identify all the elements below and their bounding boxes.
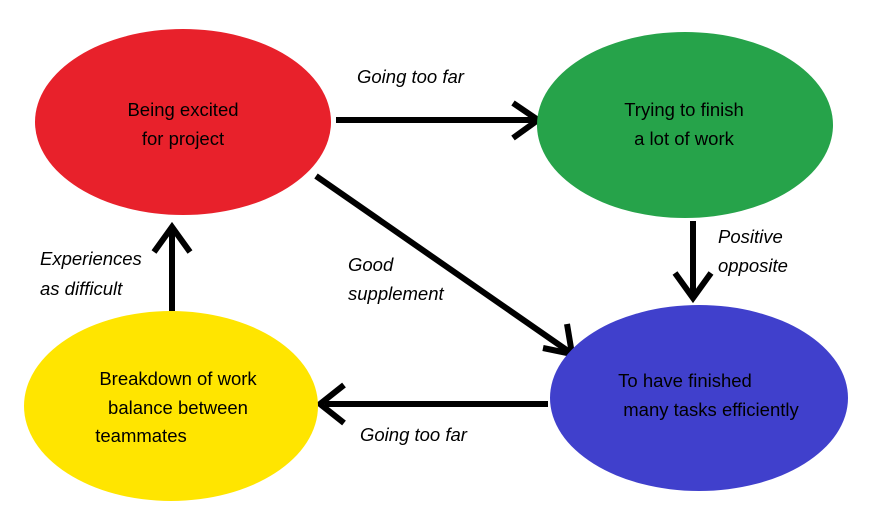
edge-line	[314, 173, 570, 354]
edge-label-good-supplement-line1: Good	[348, 254, 394, 275]
edge-going-too-far-top[interactable]	[336, 100, 544, 141]
node-label-to-have-finished: To have finished	[618, 370, 752, 391]
edge-experiences-as-difficult[interactable]	[151, 221, 193, 311]
node-label-being-excited-line2: for project	[142, 128, 224, 149]
edge-label-good-supplement-line2: supplement	[348, 283, 445, 304]
arrowhead-left	[315, 382, 346, 426]
node-label-breakdown-of-work: Breakdown of work	[99, 368, 257, 389]
edge-label-experiences-as-difficult-line2: as difficult	[40, 278, 123, 299]
node-label-trying-to-finish: Trying to finish	[624, 99, 744, 120]
node-ellipse-red[interactable]	[35, 29, 331, 215]
node-label-to-have-finished-line2: many tasks efficiently	[623, 399, 799, 420]
node-label-trying-to-finish-line2: a lot of work	[634, 128, 734, 149]
node-being-excited[interactable]: Being excited for project	[35, 29, 331, 215]
node-to-have-finished[interactable]: To have finished many tasks efficiently	[550, 305, 848, 491]
node-label-being-excited: Being excited	[127, 99, 238, 120]
node-breakdown-of-work[interactable]: Breakdown of work balance between teamma…	[24, 311, 318, 501]
edge-positive-opposite[interactable]	[672, 221, 714, 304]
node-ellipse-yellow[interactable]	[24, 311, 318, 501]
edge-label-going-too-far-top: Going too far	[357, 66, 465, 87]
edge-label-positive-opposite-line1: Positive	[718, 226, 783, 247]
arrowhead-down	[672, 271, 714, 304]
edge-going-too-far-bottom[interactable]	[315, 382, 548, 426]
edge-label-going-too-far-bottom: Going too far	[360, 424, 468, 445]
node-ellipse-green[interactable]	[537, 32, 833, 218]
node-label-breakdown-of-work-line2: balance between	[108, 397, 248, 418]
node-trying-to-finish[interactable]: Trying to finish a lot of work	[537, 32, 833, 218]
edge-label-experiences-as-difficult-line1: Experiences	[40, 248, 142, 269]
node-label-breakdown-of-work-line3: teammates	[95, 425, 187, 446]
node-ellipse-blue[interactable]	[550, 305, 848, 491]
arrowhead-up	[151, 221, 193, 254]
edge-label-positive-opposite-line2: opposite	[718, 255, 788, 276]
